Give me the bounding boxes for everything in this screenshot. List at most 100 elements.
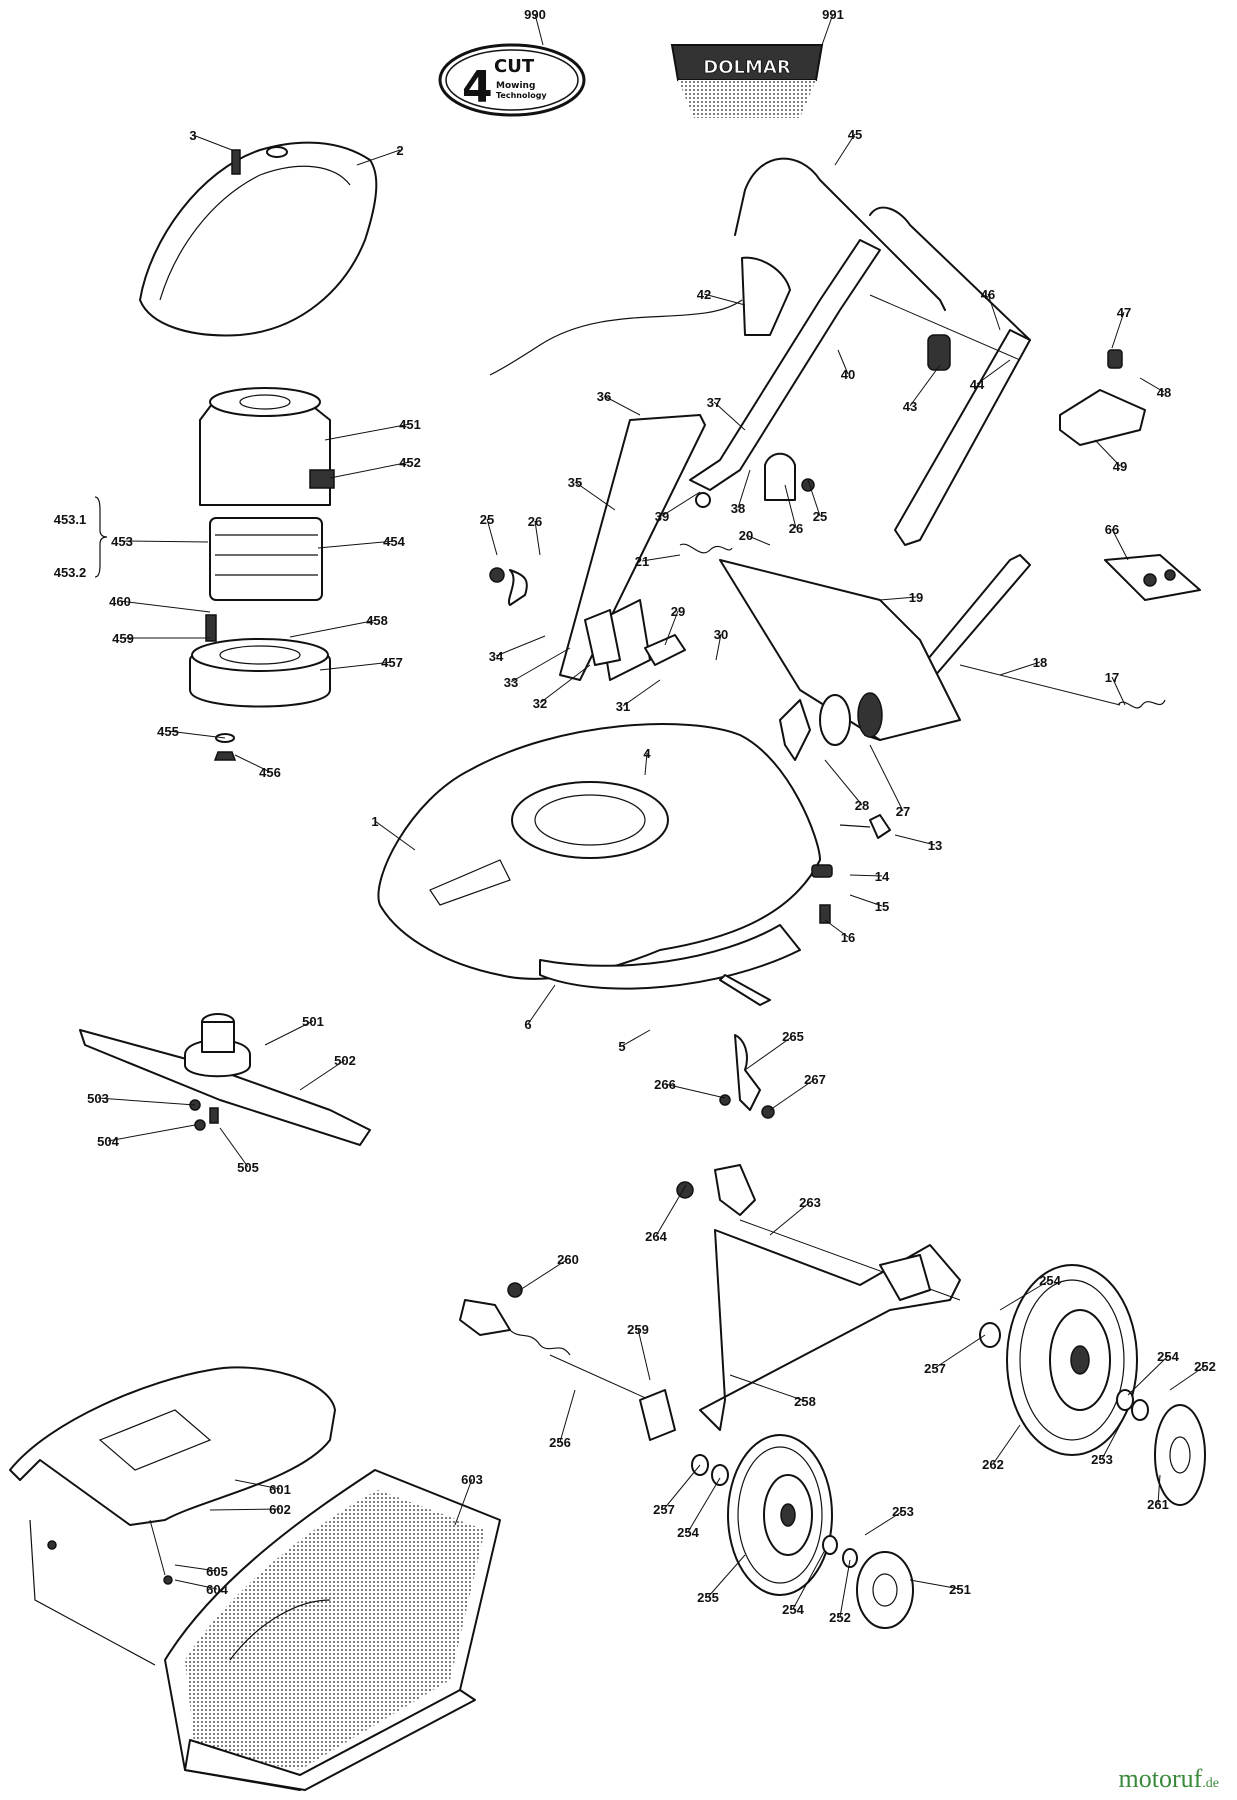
part-callout-40: 40 [841,367,855,382]
watermark-name: motoruf [1118,1764,1203,1793]
leader-line-253 [1101,1409,1129,1460]
part-callout-456: 456 [259,765,281,780]
part-callout-33: 33 [504,675,518,690]
leader-line-30 [715,633,722,661]
part-callout-505: 505 [237,1160,259,1175]
leader-line-255 [707,1554,746,1598]
part-callout-19: 19 [909,590,923,605]
leader-line-26 [534,520,541,556]
leader-line-29 [664,610,679,646]
leader-line-253 [864,1510,904,1536]
leader-line-601 [234,1479,281,1490]
four-cut-word: CUT [494,56,535,77]
leader-line-254 [999,1279,1051,1311]
leader-line-38 [737,469,751,509]
leader-line-6 [527,984,556,1025]
leader-line-264 [655,1184,687,1237]
leader-line-505 [219,1127,249,1168]
blade-assembly [79,1013,371,1146]
part-callout-46: 46 [981,287,995,302]
leader-line-47 [1111,311,1125,349]
part-callout-49: 49 [1113,459,1127,474]
leader-line-990 [534,13,544,46]
leader-line-4 [644,752,648,776]
part-callout-43: 43 [903,399,917,414]
leader-line-452 [329,461,411,479]
part-callout-258: 258 [794,1394,816,1409]
leader-line-502 [299,1059,346,1091]
part-callout-254: 254 [1157,1349,1179,1364]
part-callout-31: 31 [616,699,630,714]
part-callout-990: 990 [524,7,546,22]
leader-line-14 [849,874,883,877]
leader-line-991 [821,13,834,46]
leader-line-21 [641,554,681,562]
leader-line-258 [729,1374,806,1402]
part-callout-252: 252 [1194,1359,1216,1374]
leader-line-457 [319,661,393,671]
part-callout-454: 454 [383,534,405,549]
leader-line-454 [317,540,395,549]
part-callout-602: 602 [269,1502,291,1517]
part-callout-42: 42 [697,287,711,302]
leader-line-43 [909,364,941,407]
leader-line-266 [664,1083,726,1099]
part-callout-453: 453 [111,534,133,549]
dolmar-text: DOLMAR [703,57,791,78]
part-callout-251: 251 [949,1582,971,1597]
leader-line-33 [510,647,571,683]
leader-line-46 [987,293,1001,331]
part-callout-32: 32 [533,696,547,711]
leader-line-15 [849,894,883,907]
part-callout-265: 265 [782,1029,804,1044]
leader-line-257 [934,1334,986,1369]
four-cut-sub1: Mowing [496,81,535,91]
leader-line-13 [894,834,936,846]
leader-line-254 [687,1477,721,1533]
part-callout-1: 1 [371,814,378,829]
leader-line-26 [784,484,797,529]
part-callout-457: 457 [381,655,403,670]
leader-line-44 [976,359,1011,385]
part-callout-601: 601 [269,1482,291,1497]
part-callout-261: 261 [1147,1497,1169,1512]
part-callout-260: 260 [557,1252,579,1267]
part-callout-13: 13 [928,838,942,853]
part-callout-453.2: 453.2 [54,565,87,580]
part-callout-14: 14 [875,869,890,884]
part-callout-20: 20 [739,528,753,543]
part-callout-6: 6 [524,1017,531,1032]
part-callout-34: 34 [489,649,504,664]
part-callout-3: 3 [189,128,196,143]
leader-line-501 [264,1020,314,1046]
leader-line-256 [559,1389,576,1443]
watermark: motoruf.de [1119,1764,1219,1794]
part-callout-603: 603 [461,1472,483,1487]
leader-line-460 [119,600,211,613]
leader-line-604 [174,1579,218,1590]
leader-line-257 [663,1464,701,1510]
part-callout-18: 18 [1033,655,1047,670]
four-cut-logo: 4 CUT Mowing Technology [438,43,586,117]
leader-line-252 [839,1559,851,1618]
motor-assembly [94,387,335,761]
part-callout-455: 455 [157,724,179,739]
leader-line-261 [1157,1474,1161,1505]
part-callout-29: 29 [671,604,685,619]
motor-cover [139,141,378,337]
leader-line-36 [603,395,641,416]
leader-line-503 [97,1097,196,1106]
leader-line-31 [622,679,661,707]
leader-line-260 [519,1258,569,1291]
leader-line-456 [234,754,271,773]
leader-line-34 [495,635,546,657]
part-callout-254: 254 [782,1602,804,1617]
watermark-tld: .de [1202,1776,1219,1791]
leader-line-602 [209,1508,281,1511]
part-callout-254: 254 [677,1525,699,1540]
rear-axle-assembly [459,1034,961,1441]
leader-line-37 [713,401,746,431]
leader-line-39 [661,491,701,517]
leader-line-19 [879,596,917,601]
part-callout-21: 21 [635,554,649,569]
